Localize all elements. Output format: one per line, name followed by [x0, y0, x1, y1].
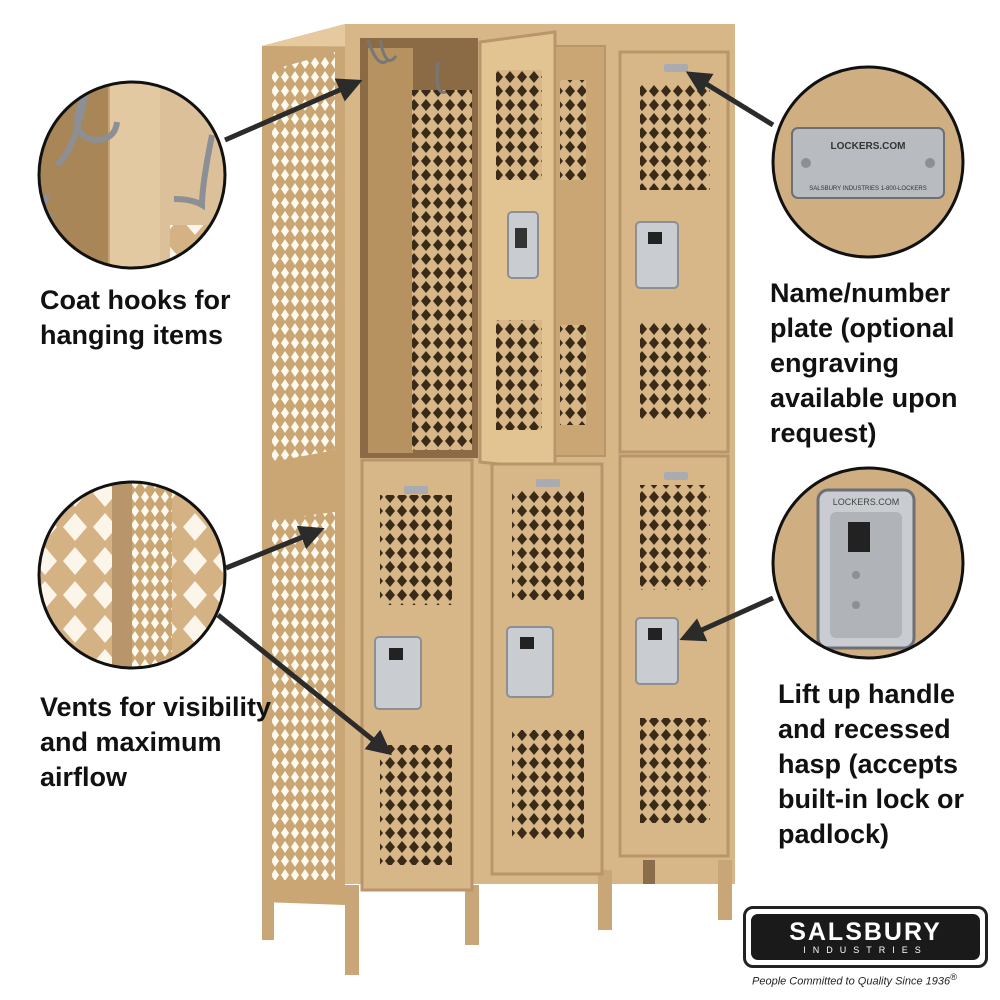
- door-vent: [640, 718, 710, 823]
- open-locker-door: [478, 30, 557, 472]
- door-vent: [380, 495, 452, 605]
- arrow-vents-door: [216, 613, 392, 756]
- plate-bottom-text: SALSBURY INDUSTRIES 1-800-LOCKERS: [809, 186, 927, 192]
- arrow-handle: [679, 595, 775, 642]
- vents-label: Vents for visibility and maximum airflow: [40, 692, 272, 792]
- plate-top-text: LOCKERS.COM: [831, 141, 906, 152]
- locker-side-panel: [262, 24, 345, 905]
- coat-hook-icon: [366, 39, 398, 64]
- name-plate-closeup: LOCKERS.COM SALSBURY INDUSTRIES 1-800-LO…: [771, 65, 965, 259]
- locker-legs: [262, 860, 732, 975]
- door-vent: [512, 730, 584, 840]
- vents-closeup: [37, 480, 227, 670]
- arrow-vents-side: [225, 525, 325, 571]
- door-vent: [640, 322, 710, 420]
- handle-label: Lift up handle and recessed hasp (accept…: [778, 679, 964, 849]
- callout-arrows: [216, 71, 775, 756]
- screw-icon: [925, 158, 935, 168]
- handle-text: LOCKERS.COM: [833, 497, 900, 507]
- recessed-handle-icon: [635, 617, 679, 685]
- number-plate-icon: [664, 64, 688, 72]
- number-plate-icon: [536, 479, 560, 487]
- coat-hooks-label: Coat hooks for hanging items: [40, 285, 231, 350]
- door-vent: [640, 85, 710, 190]
- brand-tagline: People Committed to Quality Since 1936®: [752, 972, 957, 988]
- coat-hook-icon: [173, 134, 215, 211]
- interior-back-vent: [412, 90, 472, 450]
- brand-subtitle: INDUSTRIES: [803, 944, 928, 955]
- number-plate-icon: [404, 486, 428, 494]
- locker-column-2: [490, 45, 606, 876]
- arrow-name-plate: [685, 71, 775, 128]
- lift-handle-icon: [848, 522, 870, 552]
- side-vent-upper: [272, 52, 335, 462]
- name-plate: [791, 127, 945, 199]
- number-plate-icon: [664, 472, 688, 480]
- door-vent: [512, 490, 584, 600]
- brand-name: SALSBURY: [789, 917, 942, 946]
- door-vent: [640, 485, 710, 590]
- coat-hooks-closeup: [37, 80, 227, 270]
- name-plate-label: Name/number plate (optional engraving av…: [770, 278, 958, 448]
- screw-icon: [801, 158, 811, 168]
- locker-column-1: [360, 38, 478, 892]
- side-vent-lower: [272, 512, 335, 880]
- door-vent: [380, 745, 452, 865]
- coat-hook-icon: [435, 61, 447, 94]
- handle-closeup: LOCKERS.COM: [771, 466, 965, 660]
- recessed-handle-icon: [374, 636, 422, 710]
- recessed-handle-icon: [506, 626, 554, 698]
- locker-column-3: [618, 50, 730, 858]
- recessed-handle-icon: [635, 221, 679, 289]
- arrow-coat-hooks: [224, 78, 363, 143]
- salsbury-logo: SALSBURY INDUSTRIES: [743, 906, 988, 968]
